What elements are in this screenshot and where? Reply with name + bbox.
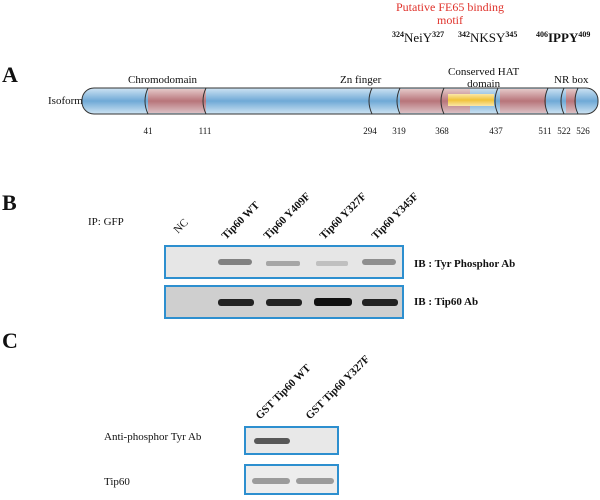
band-y345f-tyr	[362, 259, 396, 265]
tick-522: 522	[557, 126, 571, 136]
boundary-41	[144, 87, 149, 115]
band-y327f-tip60	[314, 298, 352, 306]
motif-324-327: 324NeiY327	[392, 30, 445, 45]
blot-c-phosphor-bands	[254, 438, 290, 444]
tick-41: 41	[143, 126, 153, 136]
band-wt-tip60	[218, 299, 254, 306]
tick-319: 319	[392, 126, 406, 136]
lane-nc: NC	[171, 216, 191, 236]
lane-tip60-wt: Tip60 WT	[219, 199, 263, 242]
isoform-label: Isoforml	[48, 95, 86, 107]
boundary-526	[574, 87, 579, 115]
lane-tip60-y327f: Tip60 Y327F	[317, 190, 370, 242]
boundary-319	[396, 87, 401, 115]
chromodomain-region	[148, 89, 206, 113]
anti-phosphor-label: Anti-phosphor Tyr Ab	[104, 431, 202, 443]
band-c-wt-phosphor	[254, 438, 290, 444]
fe65-title-line2: motif	[437, 13, 463, 27]
hat-yellow-region	[448, 94, 494, 106]
ip-gfp-label: IP: GFP	[88, 216, 124, 228]
nr-box-region	[566, 89, 576, 113]
band-y409f-tyr	[266, 261, 300, 266]
tick-368: 368	[435, 126, 449, 136]
boundary-437	[494, 87, 499, 115]
blot-tip60	[164, 285, 404, 319]
fe65-motif-title: Putative FE65 binding motif	[370, 1, 530, 27]
lane-tip60-y345f: Tip60 Y345F	[369, 190, 422, 242]
band-wt-tyr	[218, 259, 252, 265]
tick-111: 111	[198, 126, 212, 136]
boundary-522	[560, 87, 565, 115]
zn-finger-label: Zn finger	[340, 74, 382, 86]
lane-gst-tip60-y327f: GST Tip60 Y327F	[303, 353, 373, 422]
blot-tip60-label: IB : Tip60 Ab	[414, 296, 479, 308]
band-y409f-tip60	[266, 299, 302, 306]
band-c-y327f-tip60	[296, 478, 334, 484]
panel-b-letter: B	[2, 190, 17, 215]
tip60-c-label: Tip60	[104, 476, 130, 488]
tick-294: 294	[363, 126, 377, 136]
motif-406-409: 406IPPY409	[536, 30, 591, 45]
hat-region	[500, 89, 546, 113]
blot-tyr-phosphor	[164, 245, 404, 279]
blot-c-tip60-bands	[252, 478, 334, 484]
fe65-title-line1: Putative FE65 binding	[396, 0, 504, 14]
hat-domain-label: Conserved HAT domain	[448, 66, 520, 90]
boundary-511	[544, 87, 549, 115]
boundary-368	[440, 87, 445, 115]
tick-526: 526	[576, 126, 590, 136]
panel-c-letter: C	[2, 328, 18, 353]
band-c-wt-tip60	[252, 478, 290, 484]
band-y345f-tip60	[362, 299, 398, 306]
blot-tyr-bands	[218, 259, 396, 266]
nr-box-label: NR box	[554, 74, 589, 86]
blot-tip60-bands	[218, 298, 398, 306]
tick-511: 511	[538, 126, 552, 136]
band-y327f-tyr	[316, 261, 348, 266]
blot-c-tip60	[244, 464, 339, 495]
boundary-111	[202, 87, 207, 115]
blot-c-phosphor	[244, 426, 339, 455]
tick-437: 437	[489, 126, 503, 136]
motif-342-345: 342NKSY345	[458, 30, 518, 45]
chromodomain-label: Chromodomain	[128, 74, 198, 86]
panel-a-letter: A	[2, 62, 18, 87]
lane-tip60-y409f: Tip60 Y409F	[261, 190, 314, 242]
blot-tyr-label: IB : Tyr Phosphor Ab	[414, 258, 516, 270]
protein-schematic	[81, 87, 599, 115]
boundary-294	[368, 87, 373, 115]
